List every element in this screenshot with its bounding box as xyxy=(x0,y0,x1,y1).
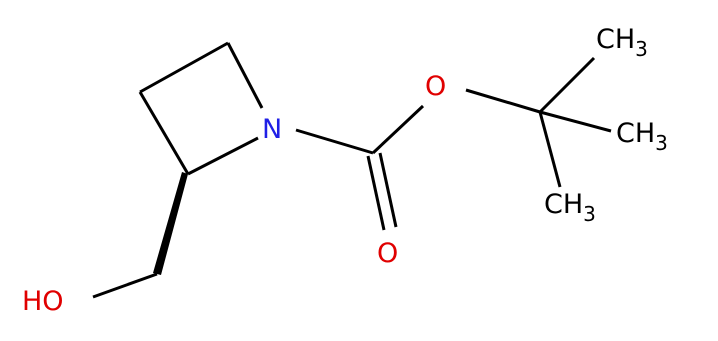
bond-carbonyl-ether xyxy=(371,104,425,155)
methyl-top-symbol: CH xyxy=(596,24,635,55)
methyl-top-label: CH3 xyxy=(596,24,648,61)
methyl-mid-subscript: 3 xyxy=(655,131,668,155)
bond-carbonyl-double-b xyxy=(378,152,398,228)
bond-ring-left xyxy=(138,91,190,175)
bond-ring-top xyxy=(139,41,229,94)
bond-ether-tertc xyxy=(465,88,541,114)
bond-ring-right xyxy=(226,42,264,109)
ether-oxygen-atom: O xyxy=(425,71,446,102)
bond-tertc-ch3-top xyxy=(538,56,596,114)
methyl-bottom-label: CH3 xyxy=(544,189,596,226)
bond-n-carbonyl xyxy=(295,128,374,155)
methyl-bottom-subscript: 3 xyxy=(583,202,596,226)
methyl-bottom-symbol: CH xyxy=(544,189,583,220)
methyl-mid-label: CH3 xyxy=(616,118,668,155)
bond-tertc-ch3-bot xyxy=(538,111,562,188)
carbonyl-oxygen-atom: O xyxy=(377,238,398,269)
hydroxyl-group-label: HO xyxy=(22,286,64,317)
bond-ring-bottom xyxy=(187,136,259,176)
nitrogen-atom: N xyxy=(262,114,282,145)
bond-carbonyl-double-a xyxy=(366,155,386,231)
bond-tertc-ch3-mid xyxy=(539,110,612,133)
bond-ch2-oh xyxy=(92,272,158,299)
stereo-wedge-bond xyxy=(153,172,188,275)
methyl-top-subscript: 3 xyxy=(635,37,648,61)
methyl-mid-symbol: CH xyxy=(616,118,655,149)
